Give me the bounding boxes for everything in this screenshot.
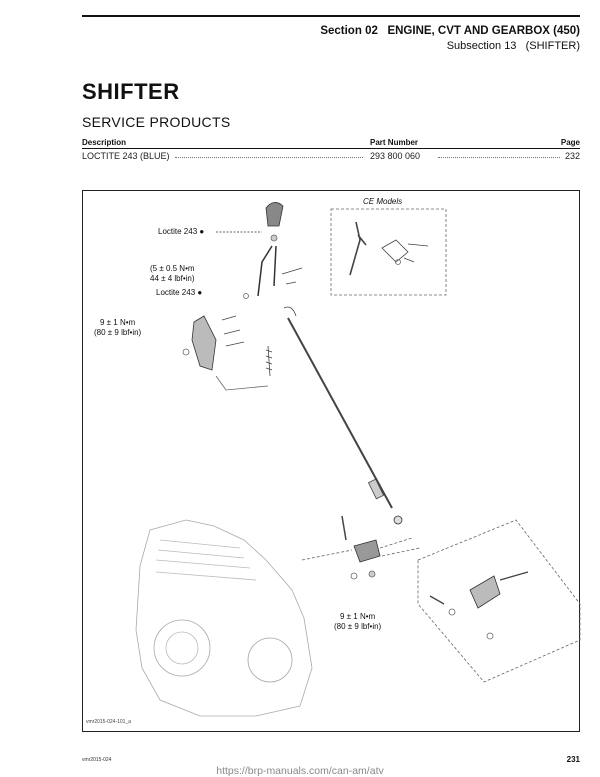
engine-cover-inner — [165, 631, 199, 665]
column-header-part-number: Part Number — [370, 138, 419, 147]
detail-washer — [448, 608, 456, 616]
callout-torque-lever-nm: (5 ± 0.5 N•m — [150, 264, 195, 273]
engine-pulley — [247, 637, 293, 683]
bracket-bolts — [221, 315, 245, 347]
callout-torque-lever: (5 ± 0.5 N•m 44 ± 4 lbf•in) — [150, 264, 195, 284]
callout-torque-linkage: 9 ± 1 N•m (80 ± 9 lbf•in) — [334, 612, 381, 632]
footer-code: vmr2015-024 — [82, 757, 112, 763]
detail-seal — [486, 632, 494, 640]
section-title: ENGINE, CVT AND GEARBOX (450) — [387, 25, 580, 37]
footer-page-number: 231 — [566, 755, 580, 764]
column-header-page: Page — [560, 138, 580, 147]
engine-outline — [135, 519, 313, 717]
lever-hardware-bolt — [281, 267, 303, 285]
service-products-heading: SERVICE PRODUCTS — [82, 114, 231, 130]
ce-models-label: CE Models — [363, 197, 403, 206]
detail-bolt — [429, 571, 529, 605]
shift-lever — [257, 245, 277, 297]
watermark-url: https://brp-manuals.com/can-am/atv — [216, 765, 384, 777]
ce-washer-part — [395, 259, 401, 265]
table-cell-description: LOCTITE 243 (BLUE) — [82, 151, 170, 161]
engine-cylinder-fins — [155, 539, 257, 581]
callout-torque-linkage-in: (80 ± 9 lbf•in) — [334, 622, 382, 631]
figure-reference: vmr2015-024-101_a — [86, 719, 132, 725]
linkage-dashed-leader — [301, 537, 421, 561]
callout-loctite-mid: Loctite 243 ● — [156, 288, 202, 298]
callout-torque-bracket-nm: 9 ± 1 N•m — [100, 318, 136, 327]
ce-models-inset-frame — [330, 208, 447, 296]
callout-torque-bracket: 9 ± 1 N•m (80 ± 9 lbf•in) — [94, 318, 141, 338]
loctite-drop-icon: ● — [197, 288, 203, 297]
dot-leader — [175, 157, 363, 158]
column-header-description: Description — [82, 138, 127, 147]
section-number: 02 — [365, 25, 378, 37]
callout-loctite-top-text: Loctite 243 — [158, 227, 198, 236]
subsection-heading: Subsection 13 (SHIFTER) — [447, 40, 580, 52]
section-heading: Section 02 ENGINE, CVT AND GEARBOX (450) — [320, 25, 580, 37]
subsection-label: Subsection — [446, 40, 502, 52]
page-title: SHIFTER — [82, 79, 180, 104]
engine-cover — [153, 619, 211, 677]
callout-loctite-top: Loctite 243 ● — [158, 227, 204, 237]
callout-torque-bracket-in: (80 ± 9 lbf•in) — [94, 328, 142, 337]
shift-arm — [353, 539, 381, 563]
table-header-rule — [82, 148, 580, 149]
table-cell-part-number: 293 800 060 — [370, 151, 421, 161]
bracket-washer — [182, 348, 190, 356]
table-cell-page-link[interactable]: 232 — [564, 151, 580, 161]
ce-lever-part — [349, 221, 367, 276]
subsection-title: (SHIFTER) — [525, 40, 580, 52]
shift-knob — [265, 202, 284, 227]
lever-washer — [243, 293, 249, 299]
rod-end-ball — [393, 515, 403, 525]
linkage-washer — [350, 572, 358, 580]
callout-torque-linkage-nm: 9 ± 1 N•m — [340, 612, 376, 621]
knob-nut — [270, 234, 278, 242]
callout-loctite-mid-text: Loctite 243 — [156, 288, 196, 297]
detail-shift-drum — [469, 575, 501, 609]
header-rule — [82, 15, 580, 17]
spring-guide-line — [215, 375, 269, 391]
loctite-drop-icon: ● — [199, 227, 205, 236]
rod-coupler — [367, 478, 385, 500]
shift-spring — [265, 345, 273, 377]
shift-rod — [287, 317, 393, 509]
callout-torque-lever-in: 44 ± 4 lbf•in) — [150, 274, 195, 283]
rod-end-ring — [283, 306, 297, 317]
section-label: Section — [320, 25, 362, 37]
subsection-number: 13 — [504, 40, 517, 52]
detail-inset-frame — [417, 519, 581, 683]
linkage-bolt — [341, 515, 347, 541]
shifter-bracket — [191, 315, 217, 371]
dot-leader — [438, 157, 560, 158]
ce-bracket-part — [381, 239, 429, 263]
linkage-nut — [368, 570, 376, 578]
exploded-view-figure — [82, 190, 580, 732]
